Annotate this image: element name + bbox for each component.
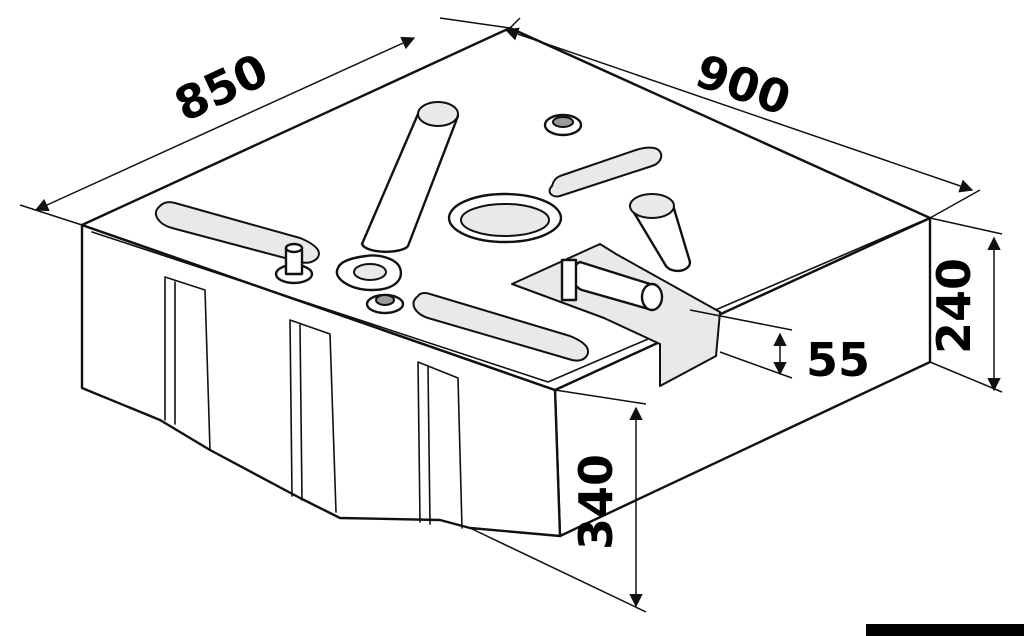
dim-label-width: 900 [689,44,797,126]
inspection-hole [460,203,550,237]
bolt-head [284,242,304,254]
dim-label-length: 850 [166,43,276,133]
recess-right [417,361,463,529]
stub-pipe [628,200,692,273]
outlet-end [640,282,664,312]
top-nut [552,116,574,128]
dim-850-line [34,36,416,212]
dimension-lines [19,17,1003,613]
dim-label-height-back: 240 [927,258,981,354]
ring-fitting-hole [353,263,387,281]
recess-left [164,276,211,451]
dim-label-fitting-height: 55 [806,333,870,387]
lower-nut [375,294,395,306]
outlet-bracket [560,258,578,302]
vent-pipe-opening [417,101,459,127]
stub-pipe-opening [629,193,675,219]
corner-bar [866,624,1024,636]
dim-label-height-front: 340 [569,454,623,550]
tank-front-face [80,223,562,538]
recess-middle [289,319,337,513]
slot-front-right [412,291,590,362]
front-recesses [164,276,463,529]
dim-900-line [504,27,974,193]
top-edge-chamfer [91,221,921,383]
